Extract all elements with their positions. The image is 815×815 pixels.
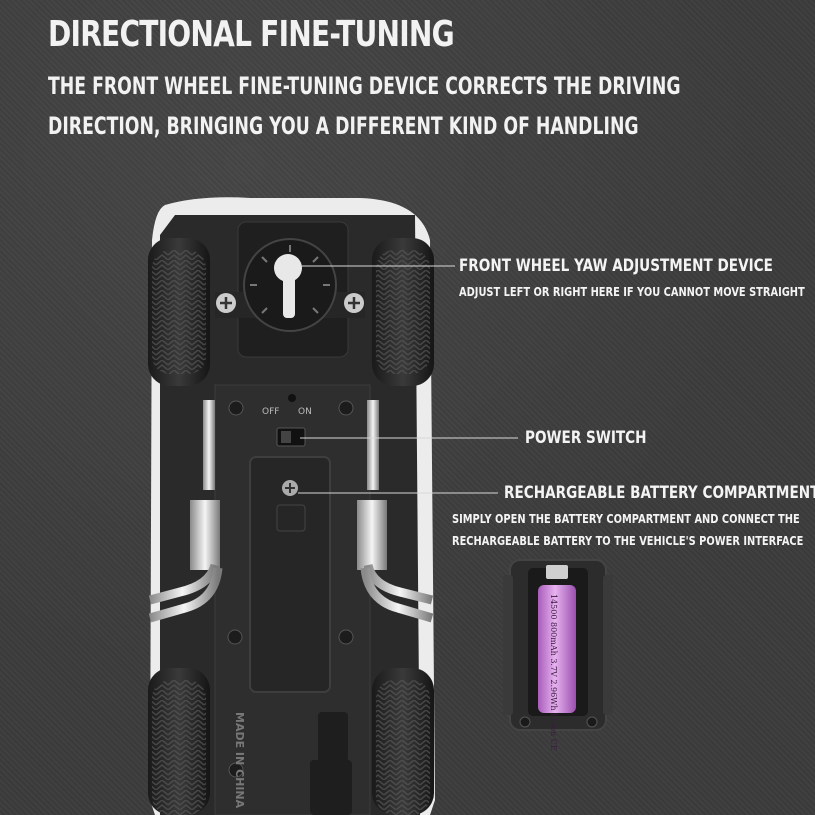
right-shock [357,400,387,570]
yaw-callout-note: ADJUST LEFT OR RIGHT HERE IF YOU CANNOT … [459,285,805,299]
battery-inset: 14500 800mAh 3.7V 2.96Wh Li-ion CE [503,559,613,751]
battery-cover [249,456,331,693]
front-right-tire [372,238,434,386]
rear-right-tire [372,668,434,815]
battery-note-line-1: SIMPLY OPEN THE BATTERY COMPARTMENT AND … [452,512,800,526]
switch-on-label: ON [298,407,312,417]
front-left-tire [148,238,210,386]
battery-cell [538,585,576,713]
battery-callout-title: RECHARGEABLE BATTERY COMPARTMENT [504,483,815,503]
battery-note-line-2: RECHARGEABLE BATTERY TO THE VEHICLE'S PO… [452,534,804,548]
battery-label: 14500 800mAh 3.7V 2.96Wh Li-ion CE [549,594,558,751]
subtitle-line-1: THE FRONT WHEEL FINE-TUNING DEVICE CORRE… [48,72,681,100]
page-title: DIRECTIONAL FINE-TUNING [48,14,455,55]
left-shock [190,400,220,570]
screw-right [344,293,364,313]
battery-callout-note: SIMPLY OPEN THE BATTERY COMPARTMENT AND … [452,508,803,552]
rear-left-tire [148,668,210,815]
page-subtitle: THE FRONT WHEEL FINE-TUNING DEVICE CORRE… [48,66,681,146]
yaw-callout-title: FRONT WHEEL YAW ADJUSTMENT DEVICE [459,256,773,276]
screw-left [216,293,236,313]
subtitle-line-2: DIRECTION, BRINGING YOU A DIFFERENT KIND… [48,112,639,140]
made-in-label: MADE IN CHINA [233,712,246,809]
power-switch-callout-title: POWER SWITCH [525,428,647,448]
switch-off-label: OFF [262,407,279,417]
